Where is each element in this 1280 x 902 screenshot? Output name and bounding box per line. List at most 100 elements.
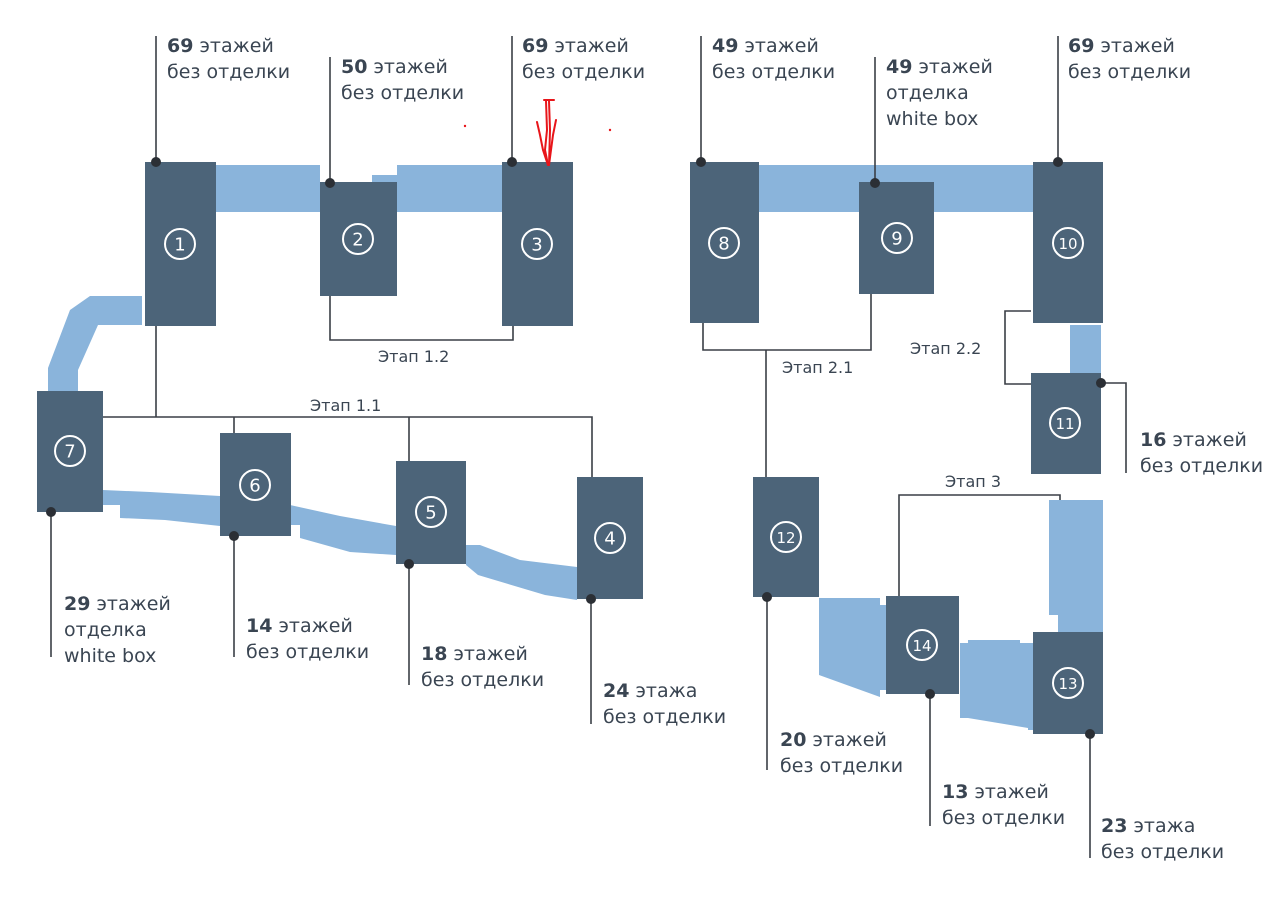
building-14[interactable] (886, 596, 959, 694)
building-number-badge: 6 (239, 469, 271, 501)
floor-unit: этажей (447, 643, 527, 665)
building-number-badge: 7 (54, 435, 86, 467)
building-number-badge: 10 (1052, 227, 1084, 259)
dot-2 (325, 178, 335, 188)
finish-type: без отделки (603, 706, 726, 728)
floor-unit: этажей (1166, 429, 1246, 451)
floor-number: 29 (64, 593, 90, 615)
floor-count: 69 этажей (1068, 35, 1175, 57)
floor-number: 69 (522, 35, 548, 57)
building-number: 8 (718, 234, 729, 255)
floor-unit: этажа (629, 680, 697, 702)
building-number-badge: 2 (342, 223, 374, 255)
finish-type: без отделки (341, 82, 464, 104)
building-number-badge: 13 (1052, 667, 1084, 699)
building-number-badge: 12 (770, 521, 802, 553)
building-number-badge: 8 (708, 227, 740, 259)
stage-3-bracket (898, 494, 1061, 596)
stage-1-2-bracket (329, 296, 514, 341)
floor-unit: этажей (272, 615, 352, 637)
floor-number: 69 (167, 35, 193, 57)
finish-type: без отделки (421, 669, 544, 691)
building-3[interactable] (502, 162, 573, 326)
floor-unit: этажей (90, 593, 170, 615)
floor-count: 13 этажей (942, 781, 1049, 803)
stage-1-1-bar (103, 416, 593, 477)
building-5[interactable] (396, 461, 466, 564)
building-10[interactable] (1033, 162, 1103, 323)
building-number: 3 (531, 235, 542, 256)
building-number: 4 (604, 529, 615, 550)
floor-number: 20 (780, 729, 806, 751)
floor-label-building-12: 20 этажей без отделки (780, 729, 903, 777)
badge-circle (1052, 227, 1084, 259)
building-7[interactable] (37, 391, 103, 512)
building-1[interactable] (145, 162, 216, 326)
building-6[interactable] (220, 433, 291, 536)
stage-label-2-1: Этап 2.1 (782, 358, 853, 377)
stage-label-1-1: Этап 1.1 (310, 396, 381, 415)
leader-11 (1101, 382, 1127, 473)
floor-count: 18 этажей (421, 643, 528, 665)
walkway-12-14 (819, 598, 886, 697)
stage-2-1-bracket (702, 294, 872, 351)
building-number: 2 (352, 230, 363, 251)
building-9[interactable] (859, 182, 934, 294)
floor-count: 20 этажей (780, 729, 887, 751)
red-dot-annotation (463, 124, 467, 128)
finish-type: без отделки (167, 61, 290, 83)
building-11[interactable] (1031, 373, 1101, 474)
building-number: 11 (1055, 415, 1074, 433)
buildings (37, 162, 1103, 734)
walkway-1-2 (215, 165, 320, 212)
walkway-10-11 (1070, 325, 1101, 373)
floor-label-building-4: 24 этажа без отделки (603, 680, 726, 728)
leaders (50, 36, 1127, 858)
floor-count: 16 этажей (1140, 429, 1247, 451)
floor-count: 50 этажей (341, 56, 448, 78)
dot-9 (870, 178, 880, 188)
floor-unit: этажей (968, 781, 1048, 803)
floor-unit: этажей (548, 35, 628, 57)
badge-circle (342, 223, 374, 255)
badge-circle (415, 496, 447, 528)
building-13[interactable] (1033, 632, 1103, 734)
building-number: 6 (249, 476, 260, 497)
floor-number: 50 (341, 56, 367, 78)
stage-label-3: Этап 3 (945, 472, 1001, 491)
building-number-badge: 4 (594, 522, 626, 554)
building-12[interactable] (753, 477, 819, 597)
floor-label-building-5: 18 этажей без отделки (421, 643, 544, 691)
floor-unit: этажей (193, 35, 273, 57)
floor-count: 69 этажей (167, 35, 274, 57)
building-number-badge: 3 (521, 228, 553, 260)
finish-type: без отделки (712, 61, 835, 83)
floor-count: 24 этажа (603, 680, 697, 702)
floor-unit: этажа (1127, 815, 1195, 837)
walkway-2-3 (372, 165, 502, 212)
building-number: 5 (425, 503, 436, 524)
building-8[interactable] (690, 162, 759, 323)
walkway-6-5 (290, 505, 396, 555)
badge-circle (594, 522, 626, 554)
building-2[interactable] (320, 182, 397, 296)
finish-type: без отделки (780, 755, 903, 777)
building-number: 14 (912, 637, 931, 655)
floor-label-building-2: 50 этажей без отделки (341, 56, 464, 104)
stage-label-2-2: Этап 2.2 (910, 339, 981, 358)
dot-10 (1053, 157, 1063, 167)
walkway-1-7 (48, 296, 142, 392)
finish-type: без отделки (1101, 841, 1224, 863)
building-4[interactable] (577, 477, 643, 599)
badge-circle (1052, 667, 1084, 699)
dot-11 (1096, 378, 1106, 388)
badge-circle (164, 228, 196, 260)
floor-number: 14 (246, 615, 272, 637)
walkway-14-13 (960, 640, 1033, 730)
badge-circle (906, 629, 938, 661)
